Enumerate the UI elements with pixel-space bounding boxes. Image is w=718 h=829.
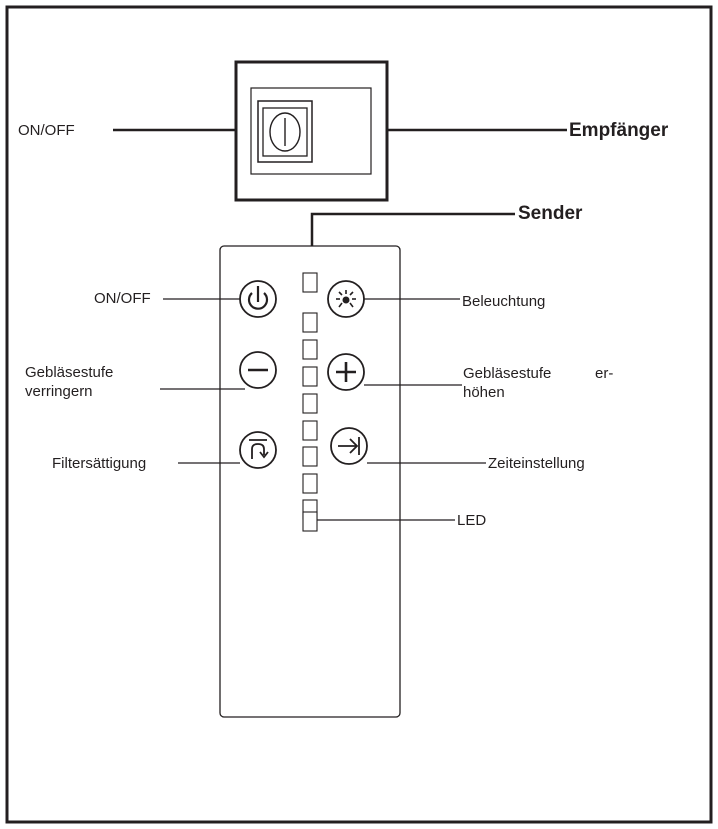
filter-saturation-label: Filtersättigung (52, 455, 147, 472)
led-indicator (302, 272, 318, 293)
led-indicator (302, 366, 318, 387)
timer-label: Zeiteinstellung (488, 455, 585, 472)
receiver-onoff-label: ON/OFF (18, 122, 75, 139)
filter-saturation-button[interactable] (239, 431, 277, 469)
power-icon (247, 286, 269, 310)
fan-increase-label-line2: höhen (463, 384, 505, 401)
fan-increase-label-line1-end: er- (595, 365, 614, 382)
light-button[interactable] (327, 280, 365, 318)
fan-increase-button[interactable] (327, 353, 365, 391)
power-button[interactable] (239, 280, 277, 318)
led-label: LED (457, 512, 487, 529)
led-indicator (302, 446, 318, 467)
led-indicator (302, 511, 318, 532)
rocker-switch-icon[interactable] (257, 100, 313, 163)
filter-saturation-icon (249, 439, 269, 459)
onoff-label: ON/OFF (94, 290, 151, 307)
fan-decrease-label-line1: Gebläsestufe (25, 364, 114, 381)
outer-frame (5, 5, 713, 824)
fan-increase-label-line1: Gebläsestufe (463, 365, 552, 382)
led-indicator (302, 420, 318, 441)
led-indicator (302, 473, 318, 494)
timer-button[interactable] (330, 427, 368, 465)
lighting-label: Beleuchtung (462, 293, 546, 310)
light-icon (336, 290, 356, 308)
receiver-unit (234, 60, 389, 202)
sender-title-leader (310, 212, 515, 246)
timer-icon (338, 437, 360, 455)
plus-icon (336, 362, 356, 382)
fan-decrease-button[interactable] (239, 351, 277, 389)
led-column (302, 272, 318, 532)
led-indicator (302, 393, 318, 414)
receiver-title: Empfänger (569, 120, 669, 141)
sender-title: Sender (518, 203, 583, 224)
led-indicator (302, 312, 318, 333)
led-indicator (302, 339, 318, 360)
fan-decrease-label-line2: verringern (25, 383, 93, 400)
